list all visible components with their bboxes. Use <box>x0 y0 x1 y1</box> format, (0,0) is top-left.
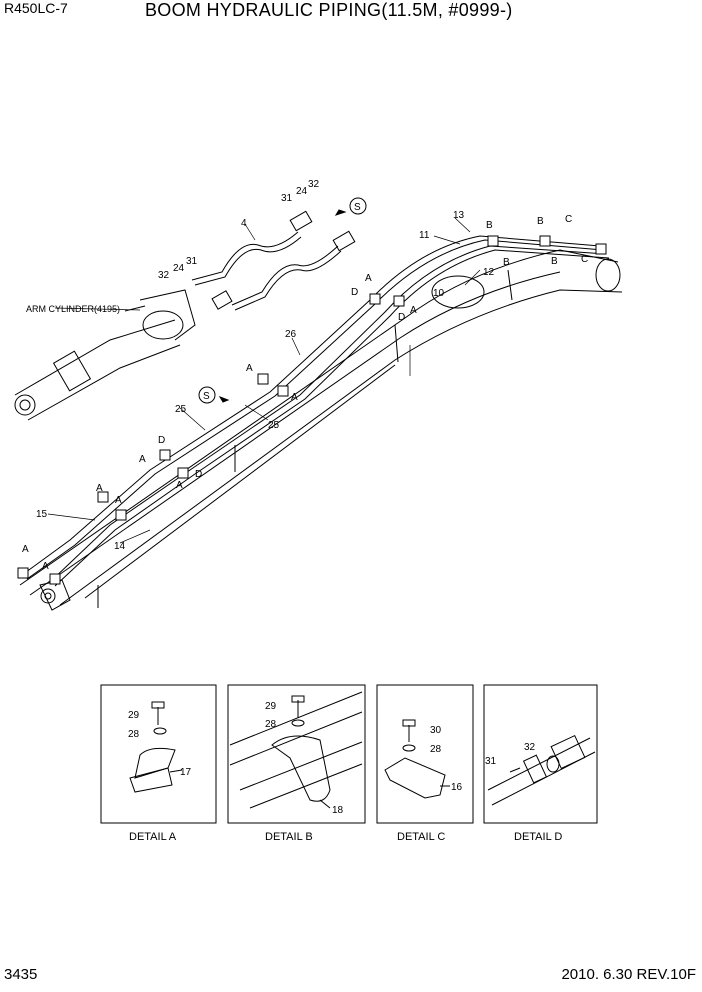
detail-d-part-31: 31 <box>485 756 497 767</box>
detail-marker-b: B <box>503 257 510 268</box>
detail-a-caption: DETAIL A <box>129 831 177 843</box>
detail-marker-a: A <box>410 305 417 316</box>
detail-d-part-32: 32 <box>524 742 536 753</box>
part-11-label: 11 <box>419 230 430 241</box>
detail-b-part-29: 29 <box>265 701 277 712</box>
part-12-label: 12 <box>483 267 495 278</box>
model-code: R450LC-7 <box>4 0 68 16</box>
part-25-label-2: 25 <box>268 420 280 431</box>
detail-a-box <box>100 684 217 824</box>
page-number: 3435 <box>4 966 38 983</box>
detail-marker-b: B <box>486 220 493 231</box>
detail-b-part-18: 18 <box>332 805 344 816</box>
detail-marker-c: C <box>581 254 588 265</box>
section-s-markers <box>198 197 367 404</box>
detail-marker-b: B <box>537 216 544 227</box>
detail-d-caption: DETAIL D <box>514 831 562 843</box>
part-32-label-2: 32 <box>158 270 170 281</box>
section-s-label-2: S <box>203 391 210 402</box>
arm-cylinder-label: ARM CYLINDER(4195) <box>26 304 120 314</box>
detail-marker-d: D <box>351 287 358 298</box>
part-14-label: 14 <box>114 541 126 552</box>
detail-a-part-28: 28 <box>128 729 140 740</box>
detail-c-part-16: 16 <box>451 782 463 793</box>
detail-a-part-17: 17 <box>180 767 192 778</box>
detail-marker-d: D <box>158 435 165 446</box>
part-31-label-2: 31 <box>186 256 198 267</box>
part-15-label: 15 <box>36 509 48 520</box>
part-25-label: 25 <box>175 404 187 415</box>
detail-c-part-28: 28 <box>430 744 442 755</box>
part-32-label: 32 <box>308 179 320 190</box>
detail-b-box <box>227 684 366 824</box>
detail-c-caption: DETAIL C <box>397 831 445 843</box>
detail-d-box <box>483 684 598 824</box>
pipe-clamps <box>17 235 607 585</box>
detail-marker-b: B <box>551 256 558 267</box>
detail-marker-d: D <box>398 312 405 323</box>
detail-marker-a: A <box>22 544 29 555</box>
detail-marker-a: A <box>291 392 298 403</box>
part-13-label: 13 <box>453 210 465 221</box>
detail-marker-a: A <box>96 483 103 494</box>
detail-c-part-30: 30 <box>430 725 442 736</box>
part-31-label: 31 <box>281 193 293 204</box>
part-26-label: 26 <box>285 329 297 340</box>
section-s-label: S <box>354 202 361 213</box>
detail-c-box <box>376 684 474 824</box>
detail-marker-a: A <box>246 363 253 374</box>
detail-marker-a: A <box>176 480 183 491</box>
boom-pipes <box>21 235 610 587</box>
detail-b-caption: DETAIL B <box>265 831 313 843</box>
detail-marker-a: A <box>42 561 49 572</box>
detail-marker-a: A <box>115 495 122 506</box>
arm-cylinder <box>14 289 196 421</box>
part-24-label-2: 24 <box>173 263 185 274</box>
detail-marker-d: D <box>195 469 202 480</box>
detail-marker-c: C <box>565 214 572 225</box>
revision-date: 2010. 6.30 REV.10F <box>561 966 696 983</box>
boom-body <box>19 249 623 611</box>
detail-b-part-28: 28 <box>265 719 277 730</box>
leader-lines <box>47 217 481 544</box>
part-4-label: 4 <box>241 218 247 229</box>
page-title: BOOM HYDRAULIC PIPING(11.5M, #0999-) <box>145 0 513 20</box>
hose-assembly <box>191 210 356 311</box>
part-24-label: 24 <box>296 186 308 197</box>
detail-marker-a: A <box>365 273 372 284</box>
detail-marker-a: A <box>139 454 146 465</box>
detail-a-part-29: 29 <box>128 710 140 721</box>
part-10-label: 10 <box>433 288 445 299</box>
